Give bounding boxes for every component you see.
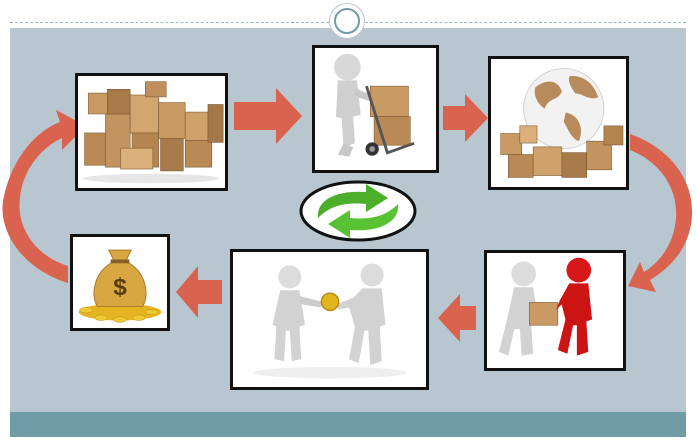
step-coin-payment: [230, 249, 429, 390]
step-stock-boxes: [75, 73, 228, 191]
top-divider-right: [365, 22, 686, 23]
step-money-bag: $: [70, 234, 170, 331]
top-divider-left: [10, 22, 329, 23]
stacked-boxes-icon: [82, 81, 224, 184]
coin-exchange-icon: [253, 263, 407, 379]
step-delivery-handover: [484, 250, 626, 371]
money-bag-icon: $: [78, 249, 162, 323]
header-ring-icon: [329, 3, 365, 39]
step-hand-truck: [312, 45, 439, 173]
package-handover-icon: [498, 257, 593, 356]
hand-truck-icon: [334, 53, 415, 157]
globe-boxes-icon: [500, 68, 624, 178]
footer-bar: [10, 412, 686, 437]
step-global-shipping: [488, 56, 629, 190]
dollar-sign: $: [113, 274, 127, 301]
